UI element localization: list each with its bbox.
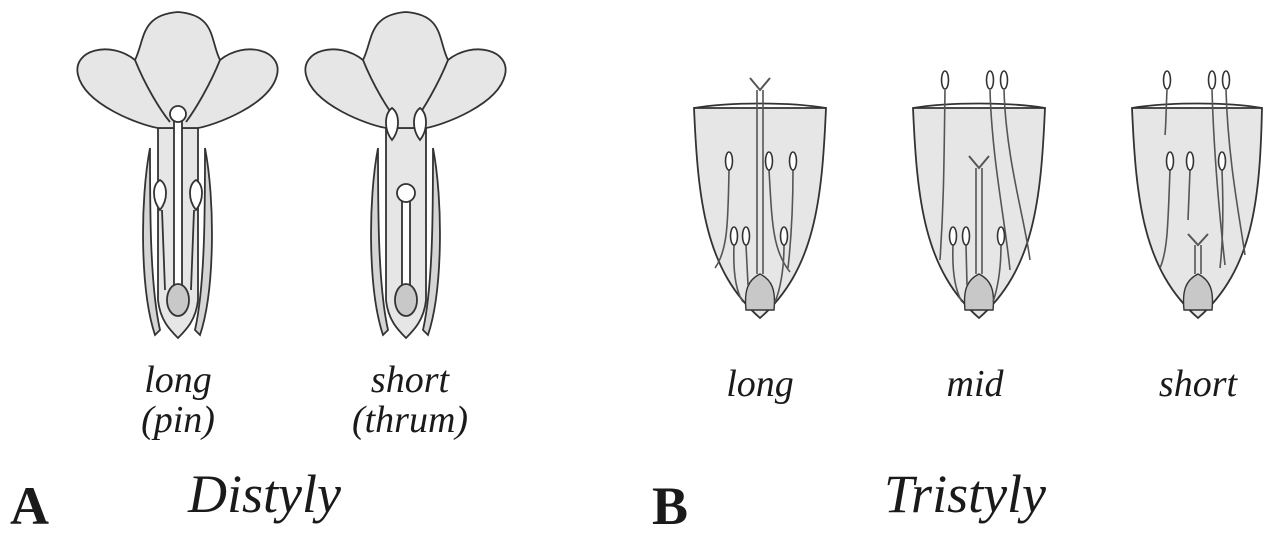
panel-letter-a: A [10,478,49,534]
tristyly-short-flower [1132,71,1262,318]
morph-label-thrum-line1: short [340,360,480,400]
morph-label-thrum-line2: (thrum) [340,400,480,440]
morph-label-tristyly-short: short [1138,364,1258,404]
thrum-flower [305,12,505,338]
panel-title-distyly: Distyly [188,466,341,522]
morph-label-tristyly-mid: mid [915,364,1035,404]
tristyly-long-flower [694,78,826,318]
morph-label-thrum: short (thrum) [340,360,480,440]
morph-label-pin-line1: long [118,360,238,400]
panel-letter-b: B [652,478,688,534]
morph-label-pin-line2: (pin) [118,400,238,440]
pin-flower [77,12,277,338]
morph-label-tristyly-long: long [700,364,820,404]
panel-title-tristyly: Tristyly [884,466,1046,522]
morph-label-pin: long (pin) [118,360,238,440]
tristyly-mid-flower [913,71,1045,318]
